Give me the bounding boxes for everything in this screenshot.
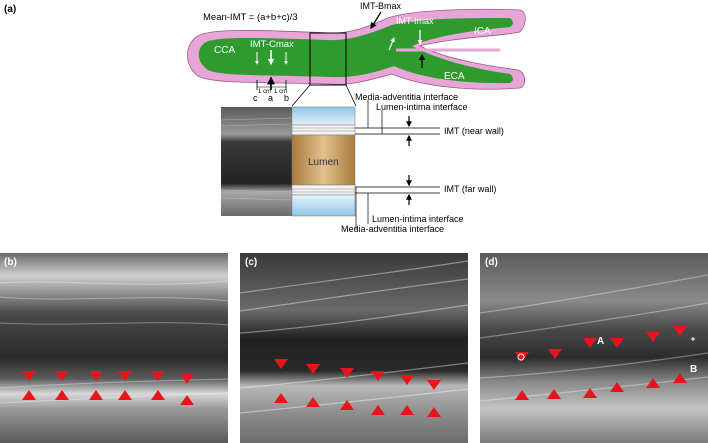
marker-b-label: B xyxy=(690,364,697,375)
ultrasound-image-d: A B xyxy=(480,253,708,443)
marker-c7 xyxy=(274,393,288,403)
imt-bmax-label: IMT-Bmax xyxy=(360,1,402,11)
marker-d2 xyxy=(548,349,562,359)
marker-d8 xyxy=(547,389,561,399)
imt-far-label: IMT (far wall) xyxy=(444,184,496,194)
panel-a-diagram: CCA ICA ECA Mean-IMT = (a+b+c)/3 IMT-Bma… xyxy=(187,1,526,234)
ultrasound-image-b xyxy=(0,253,228,443)
bmax-arrow xyxy=(370,11,382,30)
imt-cmax-label: IMT-Cmax xyxy=(250,39,294,50)
marker-b8 xyxy=(55,390,69,400)
panel-a-label: (a) xyxy=(4,4,17,15)
panel-d-label: (d) xyxy=(485,257,498,268)
marker-b4 xyxy=(118,371,132,381)
far-wall-markers-c xyxy=(274,393,441,417)
marker-c8 xyxy=(306,397,320,407)
ultrasound-panel-d: A B xyxy=(480,253,708,443)
media-adventitia-top: Media-adventitia interface xyxy=(355,92,458,102)
marker-d4 xyxy=(610,338,624,348)
caliper-markers xyxy=(517,337,695,361)
point-a: a xyxy=(268,93,273,103)
marker-d12 xyxy=(673,373,687,383)
near-wall-markers-b xyxy=(22,371,194,384)
marker-d9 xyxy=(583,388,597,398)
marker-d5 xyxy=(646,332,660,342)
ultrasound-inset xyxy=(221,107,292,216)
point-c: c xyxy=(253,93,258,103)
cca-label: CCA xyxy=(214,45,235,56)
marker-c1 xyxy=(274,359,288,369)
marker-d1 xyxy=(515,352,529,362)
spacing-right: 1 cm xyxy=(274,89,287,95)
marker-c5 xyxy=(400,375,414,385)
marker-b1 xyxy=(22,371,36,381)
marker-d11 xyxy=(646,378,660,388)
media-adventitia-bottom: Media-adventitia interface xyxy=(341,224,444,234)
marker-b5 xyxy=(151,371,165,381)
lumen-label: Lumen xyxy=(308,157,339,168)
panel-b-label: (b) xyxy=(4,257,17,268)
imt-imax-label: IMT-Imax xyxy=(396,16,434,26)
marker-c10 xyxy=(371,405,385,415)
near-wall-markers-d xyxy=(515,326,687,362)
marker-c6 xyxy=(427,380,441,390)
far-wall-markers-d xyxy=(515,373,687,400)
marker-d10 xyxy=(610,382,624,392)
ultrasound-image-c xyxy=(240,253,468,443)
marker-b9 xyxy=(89,390,103,400)
lumen-intima-top: Lumen-intima interface xyxy=(376,102,468,112)
marker-b3 xyxy=(89,371,103,381)
marker-d7 xyxy=(515,390,529,400)
marker-d3 xyxy=(583,338,597,348)
marker-b12 xyxy=(180,395,194,405)
marker-c12 xyxy=(427,407,441,417)
marker-a-label: A xyxy=(597,336,604,347)
marker-c11 xyxy=(400,405,414,415)
marker-c2 xyxy=(306,364,320,374)
vessel-lumen xyxy=(198,18,514,84)
marker-c9 xyxy=(340,400,354,410)
lumen-box xyxy=(291,134,356,186)
marker-b7 xyxy=(22,390,36,400)
spacing-left: 1 cm xyxy=(258,89,271,95)
near-wall-markers-c xyxy=(274,359,441,390)
imt-near-label: IMT (near wall) xyxy=(444,126,504,136)
marker-c4 xyxy=(371,371,385,381)
marker-b10 xyxy=(118,390,132,400)
marker-b11 xyxy=(151,390,165,400)
panel-c-label: (c) xyxy=(245,257,258,268)
ultrasound-panel-b xyxy=(0,253,228,443)
marker-c3 xyxy=(340,368,354,378)
point-b: b xyxy=(284,93,289,103)
far-wall-markers-b xyxy=(22,390,194,405)
ultrasound-panel-c xyxy=(240,253,468,443)
ica-label: ICA xyxy=(474,26,491,37)
eca-label: ECA xyxy=(444,71,465,82)
marker-b2 xyxy=(55,371,69,381)
mean-imt-formula: Mean-IMT = (a+b+c)/3 xyxy=(203,12,298,23)
lumen-intima-bottom: Lumen-intima interface xyxy=(372,214,464,224)
marker-d6 xyxy=(673,326,687,336)
marker-b6 xyxy=(180,374,194,384)
